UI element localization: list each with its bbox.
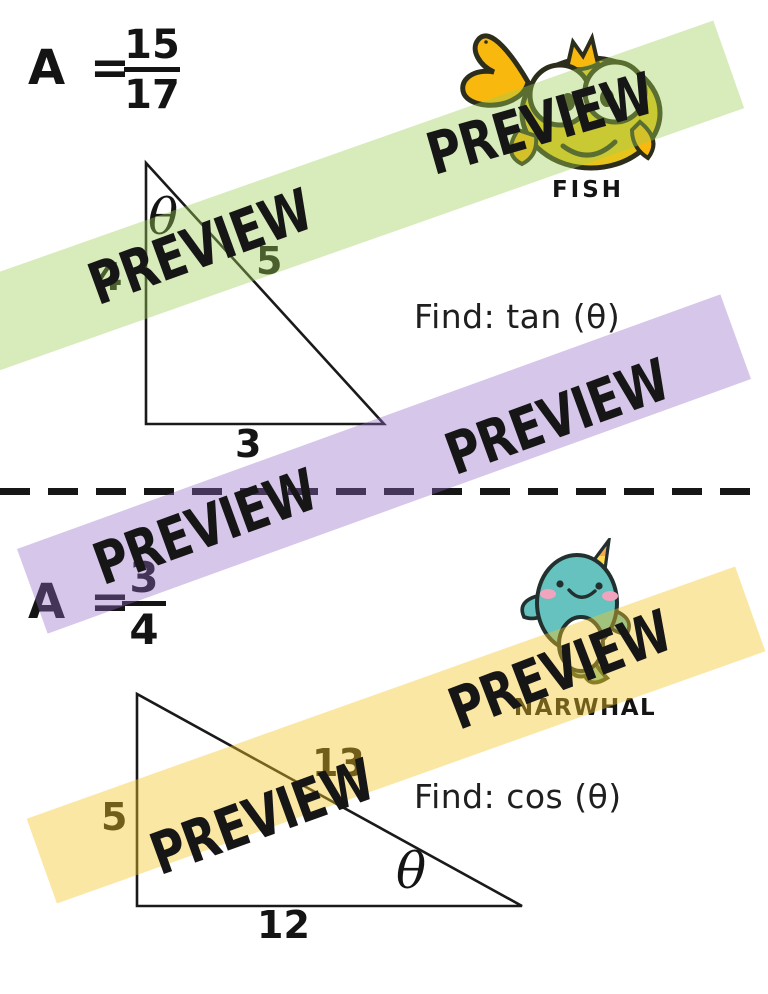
triangle-outline [135,691,523,908]
side-label-base: 12 [257,903,310,947]
fish-mouth [560,139,618,158]
fish-right-fin [629,119,656,161]
answer-fraction: 3 4 [122,553,166,655]
angle-theta-symbol: θ [148,188,179,246]
narwhal-illustration [520,538,631,685]
answer-fraction: 15 17 [124,24,180,116]
narwhal-belly [557,615,605,673]
triangle-outline [144,159,387,426]
side-label-vertical: 5 [101,795,128,839]
fraction-denominator: 17 [124,72,180,118]
fraction-bar [122,601,166,607]
animal-caption: NARWHAL [513,695,657,721]
fish-left-fin [509,127,539,167]
side-label-hypotenuse: 13 [312,741,365,785]
fraction-numerator: 3 [129,553,159,602]
fraction-numerator: 15 [124,22,180,68]
animal-caption: FISH [551,177,625,203]
side-label-hypotenuse: 5 [256,239,283,283]
fraction-bar [124,67,180,72]
answer-prefix: A = [28,574,135,630]
narwhal-mouth [567,588,597,599]
fish-right-eye [582,59,648,125]
fish-tail [460,33,531,108]
side-label-vertical: 4 [96,255,123,299]
fraction-denominator: 4 [129,605,159,655]
angle-theta-symbol: θ [396,842,427,900]
fish-illustration [460,32,663,171]
find-instruction: Find: tan (θ) [414,297,621,336]
side-label-base: 3 [235,422,262,466]
right-triangle-diagram [135,691,523,908]
find-instruction: Find: cos (θ) [414,777,622,816]
dashed-cut-line [0,488,768,495]
answer-prefix: A = [28,40,135,96]
right-triangle-diagram [144,159,387,426]
